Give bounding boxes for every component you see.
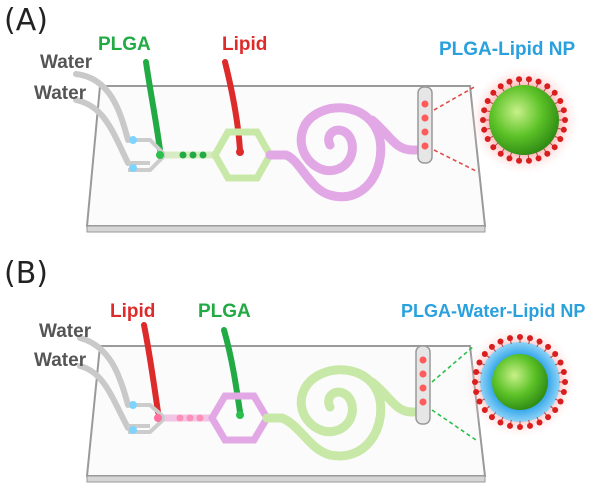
panel-a: (A)	[4, 3, 580, 233]
np-b-lipid-head	[560, 389, 567, 396]
np-b-lipid-head	[527, 335, 534, 342]
np-b-lipid-head	[488, 343, 495, 350]
np-b-lipid-head	[506, 422, 513, 429]
lipid-tube-a	[222, 59, 243, 153]
plga-tube-b	[221, 327, 243, 415]
np-a-lipid-head	[481, 126, 488, 133]
np-a-lipid-head	[560, 126, 567, 133]
np-a-lipid-head	[544, 83, 551, 90]
np-b-lipid-head	[472, 379, 478, 385]
np-a-lipid-head	[535, 78, 542, 85]
np-a-lipid-head	[497, 150, 504, 157]
np-b-lipid-head	[545, 343, 552, 350]
plga-lipid-nanoparticle-a	[468, 64, 580, 176]
lipid-tube-b	[141, 322, 161, 415]
np-a-lipid-head	[490, 89, 497, 96]
np-a-lipid-head	[535, 155, 542, 162]
np-a-lipid-head	[506, 78, 513, 85]
np-a-lipid-head	[562, 117, 568, 123]
water-tube-1-b	[77, 335, 131, 408]
np-a-lipid-head	[506, 155, 513, 162]
np-a-lipid-head	[497, 83, 504, 90]
water-tube-2-b	[77, 363, 131, 431]
nanoparticle-label-b: PLGA-Water-Lipid NP	[401, 301, 585, 321]
np-a-lipid-head	[516, 76, 523, 83]
np-b-lipid-head	[557, 398, 564, 405]
np-b-lipid-head	[557, 359, 564, 366]
np-a-lipid-head	[484, 97, 491, 104]
water-label-2-a: Water	[34, 83, 87, 104]
np-a-lipid-head	[551, 89, 558, 96]
np-a-lipid-head	[516, 157, 523, 164]
np-b-lipid-head	[473, 368, 480, 375]
np-a-lipid-head	[484, 136, 491, 143]
np-b-lipid-head	[536, 419, 543, 426]
panel-a-label: (A)	[4, 3, 48, 38]
plga-label-a: PLGA	[98, 34, 151, 55]
np-b-lipid-head	[473, 389, 480, 396]
np-a-lipid-head	[490, 144, 497, 151]
np-b-lipid-head	[476, 359, 483, 366]
spiral-channel-a	[265, 103, 386, 202]
lipid-label-a: Lipid	[222, 34, 267, 55]
np-b-lipid-head	[517, 424, 523, 430]
np-b-lipid-head	[552, 407, 559, 414]
np-b-lipid-head	[506, 335, 513, 342]
np-a-lipid-head	[525, 157, 532, 164]
plga-water-lipid-nanoparticle-b	[462, 324, 578, 440]
np-a-lipid-head	[557, 136, 564, 143]
np-b-lipid-head	[536, 338, 543, 345]
np-b-lipid-head	[527, 422, 534, 429]
water-label-1-b: Water	[39, 321, 92, 342]
np-b-lipid-head	[497, 338, 504, 345]
np-b-lipid-head	[476, 398, 483, 405]
np-b-lipid-head	[481, 350, 488, 357]
np-b-lipid-head	[552, 350, 559, 357]
np-a-lipid-head	[557, 97, 564, 104]
plga-label-b: PLGA	[198, 301, 251, 322]
np-b-lipid-head	[481, 407, 488, 414]
np-b-lipid-head	[545, 414, 552, 421]
lipid-label-b: Lipid	[110, 301, 155, 322]
np-a-lipid-head	[544, 150, 551, 157]
np-a-lipid-head	[560, 107, 567, 114]
np-b-lipid-head	[560, 368, 567, 375]
np-b-lipid-head	[497, 419, 504, 426]
nanoparticle-label-a: PLGA-Lipid NP	[439, 39, 575, 60]
plga-tube-a	[143, 59, 163, 153]
np-b-lipid-head	[562, 379, 568, 385]
np-a-lipid-head	[525, 76, 532, 83]
np-a-lipid-head	[551, 144, 558, 151]
panel-b-label: (B)	[4, 256, 48, 291]
water-tube-2-a	[73, 97, 131, 166]
water-label-1-a: Water	[40, 52, 93, 73]
panel-b: (B)	[4, 256, 585, 483]
np-b-lipid-head	[517, 334, 523, 340]
np-b-lipid-head	[488, 414, 495, 421]
water-label-2-b: Water	[34, 350, 87, 371]
np-a-lipid-head	[481, 107, 488, 114]
outlet-column-a	[417, 86, 433, 164]
spiral-channel-b	[262, 365, 386, 461]
np-a-lipid-head	[480, 117, 486, 123]
water-tube-1-a	[73, 71, 131, 143]
